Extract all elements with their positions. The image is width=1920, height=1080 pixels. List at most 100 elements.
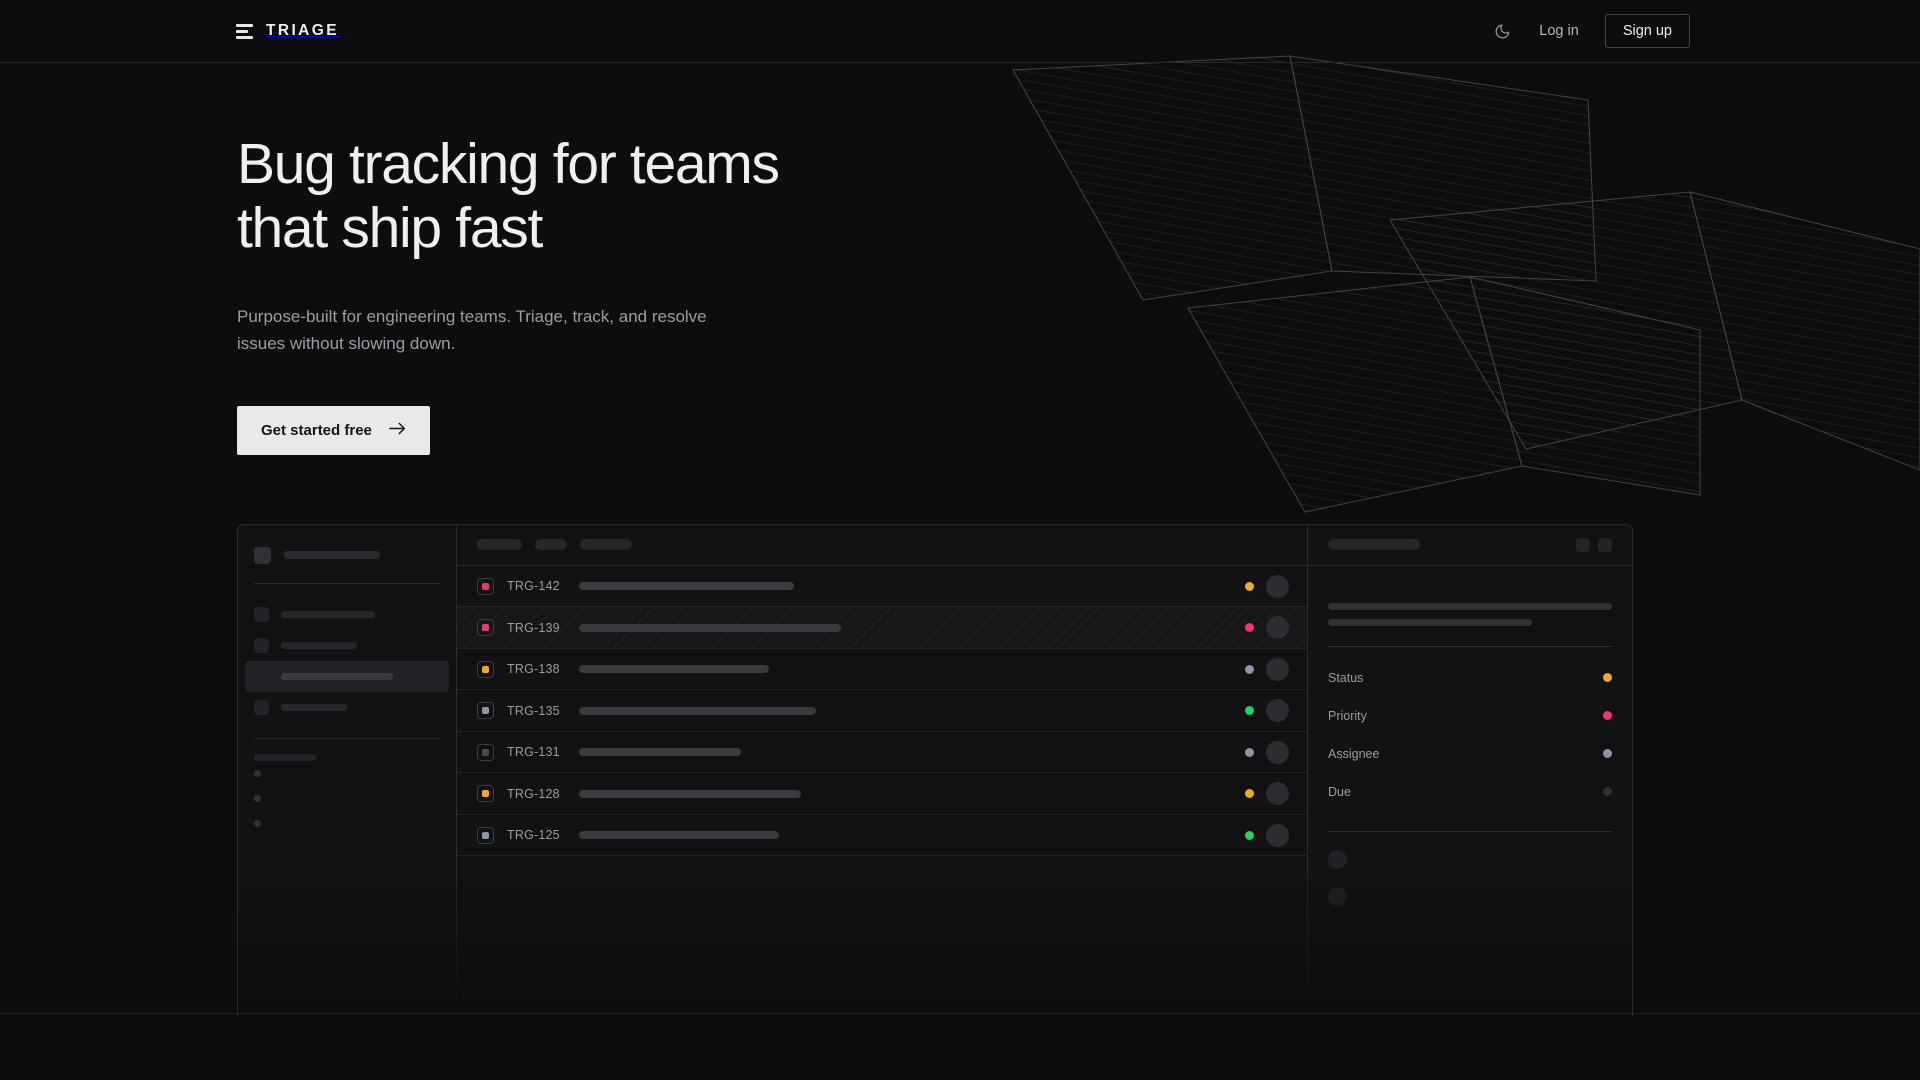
avatar-icon[interactable] (1266, 699, 1289, 723)
issue-id: TRG-135 (507, 703, 560, 718)
table-row[interactable]: TRG-135 (457, 690, 1307, 732)
sidebar-nav (245, 599, 449, 723)
meta-label: Status (1328, 670, 1364, 685)
table-row[interactable]: TRG-139 (457, 607, 1307, 649)
issue-list-toolbar (457, 525, 1307, 566)
priority-icon (477, 826, 494, 844)
issue-row-meta (1245, 699, 1289, 723)
avatar-icon[interactable] (1266, 574, 1289, 598)
issue-id: TRG-131 (507, 745, 560, 760)
sidebar-project-1[interactable] (254, 786, 440, 811)
detail-action-icon[interactable] (1576, 537, 1590, 552)
avatar-icon[interactable] (1266, 657, 1289, 681)
sidebar-item-0[interactable] (245, 599, 449, 630)
issue-id: TRG-125 (507, 828, 560, 843)
nav-square-icon (254, 699, 269, 715)
detail-meta-due[interactable]: Due (1328, 773, 1612, 811)
detail-divider-bottom (1328, 830, 1612, 832)
issue-title-placeholder (579, 789, 801, 798)
sidebar-item-label-placeholder (281, 672, 393, 680)
login-link[interactable]: Log in (1539, 23, 1579, 39)
stacked-bars-icon (236, 23, 253, 39)
workspace-switcher[interactable] (254, 543, 440, 568)
avatar-icon[interactable] (1266, 616, 1289, 640)
issue-title-placeholder (579, 831, 779, 840)
status-badge (1245, 581, 1254, 591)
meta-label: Priority (1328, 708, 1367, 723)
meta-label: Due (1328, 784, 1351, 799)
sidebar-project-2[interactable] (254, 811, 440, 836)
signup-button[interactable]: Sign up (1604, 14, 1690, 48)
issue-row-meta (1245, 574, 1289, 598)
priority-icon (477, 660, 494, 678)
get-started-button[interactable]: Get started free (237, 405, 430, 455)
table-row[interactable]: TRG-128 (457, 773, 1307, 815)
sidebar-item-label-placeholder (281, 703, 347, 711)
issue-id: TRG-142 (507, 579, 560, 594)
brand-logo[interactable]: TRIAGE (236, 22, 339, 40)
issue-title-placeholder (579, 665, 769, 674)
status-badge (1245, 706, 1254, 716)
bullet-dot-icon (254, 794, 261, 802)
issue-id: TRG-128 (507, 786, 560, 801)
app-sidebar (238, 524, 457, 1017)
sidebar-divider-top (254, 582, 440, 584)
avatar-icon[interactable] (1266, 740, 1289, 764)
filter-chip-1[interactable] (535, 539, 567, 551)
workspace-name-placeholder (284, 551, 380, 560)
hero-subtitle: Purpose-built for engineering teams. Tri… (237, 306, 707, 354)
issue-row-meta (1245, 657, 1289, 681)
sidebar-project-list (254, 761, 440, 836)
filter-chip-2[interactable] (580, 539, 632, 551)
detail-breadcrumb-placeholder (1328, 539, 1420, 551)
table-row[interactable]: TRG-131 (457, 732, 1307, 774)
issue-title-placeholder (579, 582, 794, 591)
table-row[interactable]: TRG-138 (457, 649, 1307, 691)
issue-row-meta (1245, 782, 1289, 806)
detail-header (1308, 525, 1632, 566)
workspace-square-icon (254, 546, 271, 564)
sidebar-divider-bottom (254, 737, 440, 739)
avatar-icon (1328, 849, 1347, 869)
filter-chip-0[interactable] (477, 539, 522, 551)
table-row[interactable]: TRG-125 (457, 815, 1307, 857)
meta-label: Assignee (1328, 746, 1380, 761)
issue-row-meta (1245, 823, 1289, 847)
detail-action-icon[interactable] (1598, 537, 1612, 552)
sidebar-item-label-placeholder (281, 610, 375, 618)
issue-id: TRG-139 (507, 620, 560, 635)
meta-value-indicator (1603, 673, 1612, 683)
sidebar-item-3[interactable] (245, 692, 449, 723)
priority-icon (477, 743, 494, 761)
detail-meta-assignee[interactable]: Assignee (1328, 735, 1612, 773)
top-navbar: TRIAGE Log in Sign up (0, 0, 1920, 63)
sidebar-item-1[interactable] (245, 630, 449, 661)
navbar-actions: Log in Sign up (1491, 14, 1690, 48)
arrow-right-icon (389, 422, 406, 439)
issue-title-placeholder (579, 748, 741, 757)
nav-square-icon (254, 668, 269, 684)
sidebar-item-label-placeholder (281, 641, 357, 649)
avatar-icon[interactable] (1266, 782, 1289, 806)
detail-meta-status[interactable]: Status (1328, 659, 1612, 697)
detail-description-line-0 (1328, 602, 1612, 610)
table-row[interactable]: TRG-142 (457, 566, 1307, 608)
issue-title-placeholder (579, 623, 841, 632)
moon-icon[interactable] (1491, 20, 1513, 42)
meta-value-indicator (1603, 711, 1612, 721)
avatar-icon (1328, 886, 1347, 906)
sidebar-project-0[interactable] (254, 761, 440, 786)
brand-name: TRIAGE (266, 22, 339, 39)
detail-header-actions (1576, 537, 1612, 552)
priority-icon (477, 619, 494, 637)
section-divider (0, 1013, 1920, 1014)
avatar-icon[interactable] (1266, 823, 1289, 847)
detail-meta-priority[interactable]: Priority (1328, 697, 1612, 735)
issue-row-meta (1245, 616, 1289, 640)
sidebar-item-2[interactable] (245, 660, 449, 692)
status-badge (1245, 747, 1254, 757)
